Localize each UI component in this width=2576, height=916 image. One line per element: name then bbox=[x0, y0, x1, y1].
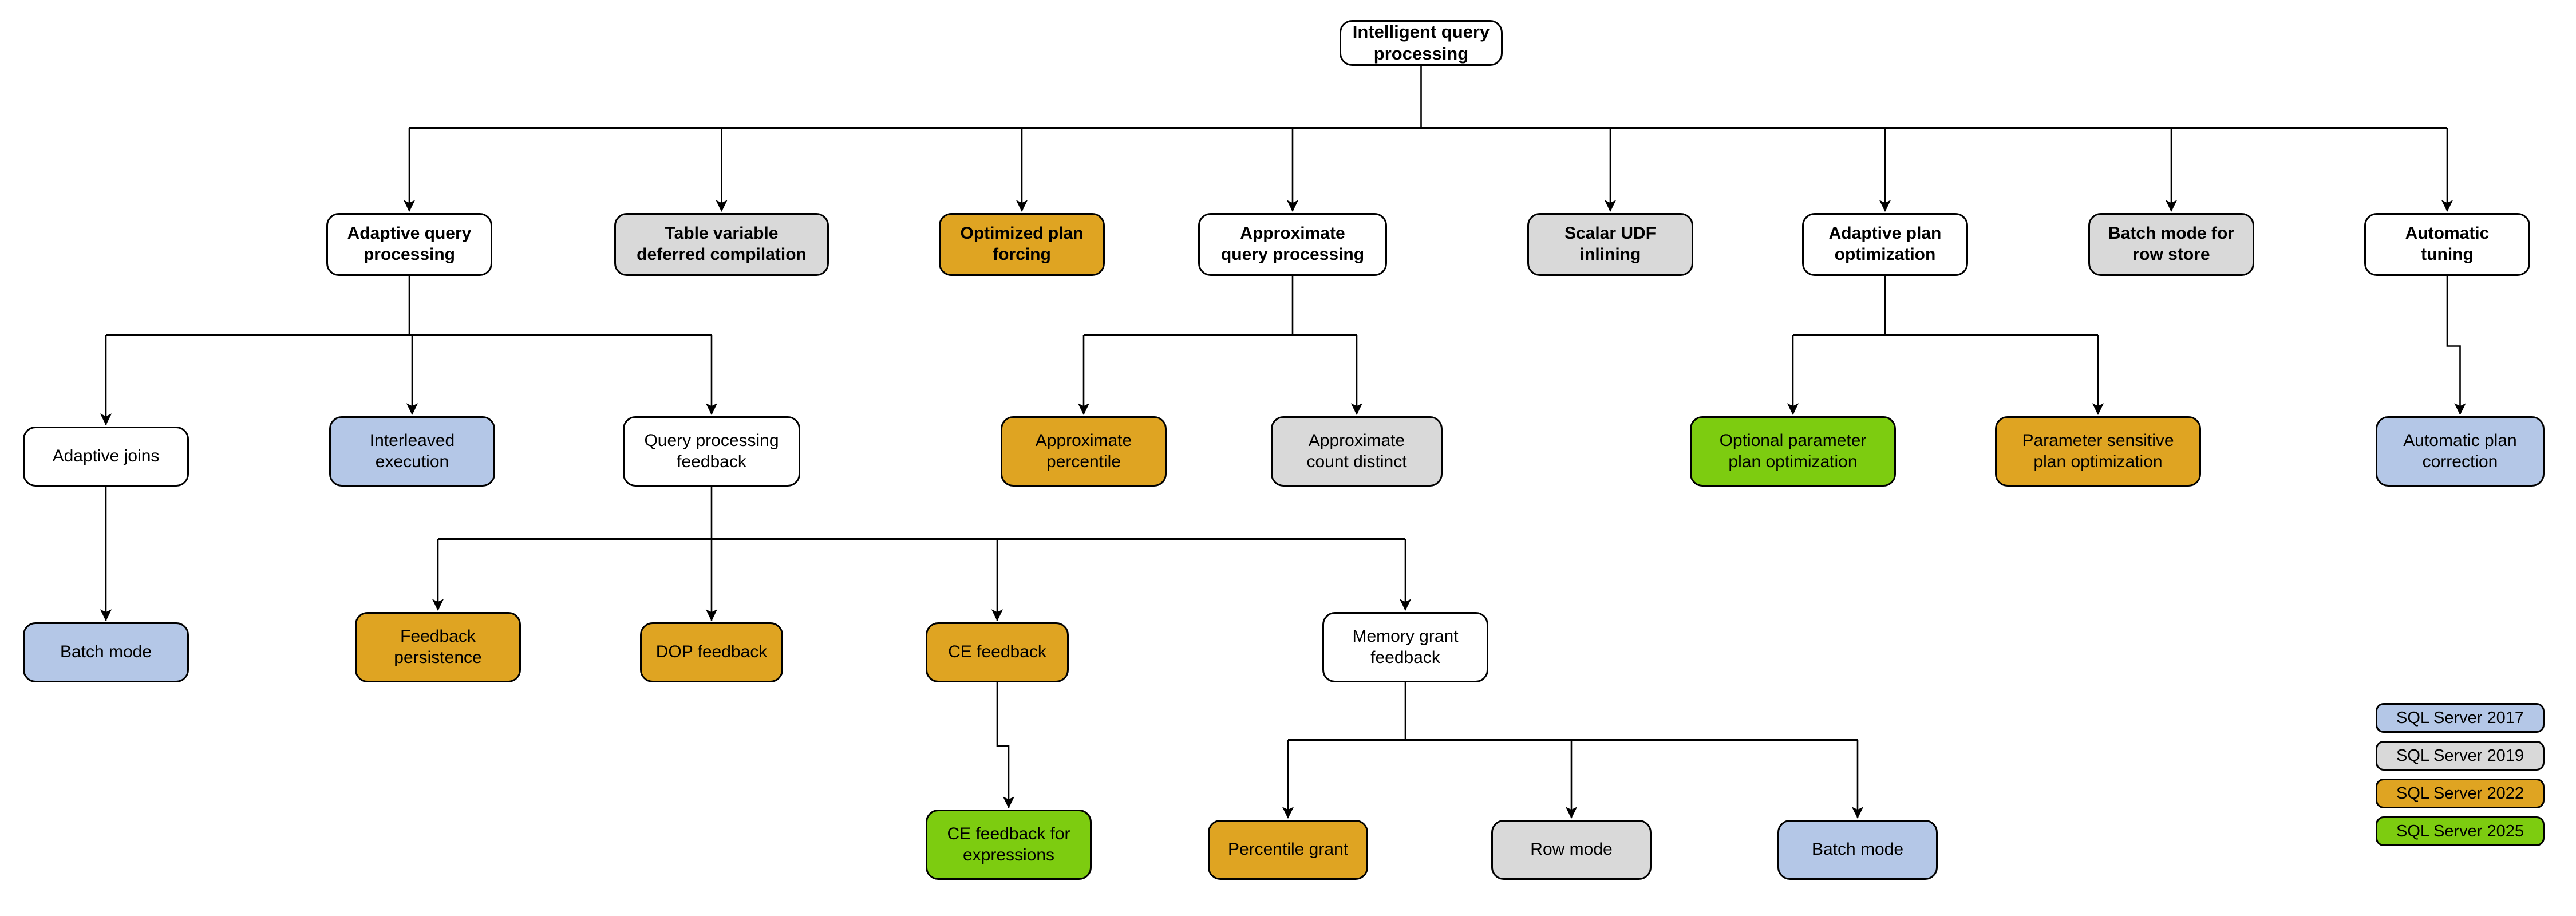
node-approx_pct[interactable]: Approximate percentile bbox=[1001, 416, 1167, 487]
connector bbox=[2446, 276, 2466, 416]
node-batch_mode_aj[interactable]: Batch mode bbox=[23, 622, 189, 682]
node-scalar_udf[interactable]: Scalar UDF inlining bbox=[1527, 213, 1693, 276]
node-pspo[interactable]: Parameter sensitive plan optimization bbox=[1995, 416, 2201, 487]
node-ce_fb_expr[interactable]: CE feedback for expressions bbox=[926, 810, 1092, 880]
node-mgf[interactable]: Memory grant feedback bbox=[1322, 612, 1488, 682]
legend-item-sql2022: SQL Server 2022 bbox=[2376, 779, 2545, 808]
connector bbox=[996, 682, 1015, 809]
node-ce_fb[interactable]: CE feedback bbox=[926, 622, 1069, 682]
node-approx_qp[interactable]: Approximate query processing bbox=[1198, 213, 1387, 276]
node-adaptive_joins[interactable]: Adaptive joins bbox=[23, 427, 189, 487]
node-opf[interactable]: Optimized plan forcing bbox=[939, 213, 1105, 276]
node-auto_tuning[interactable]: Automatic tuning bbox=[2364, 213, 2530, 276]
node-root[interactable]: Intelligent query processing bbox=[1340, 20, 1503, 66]
node-qpf[interactable]: Query processing feedback bbox=[623, 416, 800, 487]
node-bm_rowstore[interactable]: Batch mode for row store bbox=[2088, 213, 2254, 276]
legend-item-sql2019: SQL Server 2019 bbox=[2376, 741, 2545, 771]
legend-item-sql2017: SQL Server 2017 bbox=[2376, 703, 2545, 733]
node-interleaved[interactable]: Interleaved execution bbox=[329, 416, 495, 487]
node-aqp[interactable]: Adaptive query processing bbox=[326, 213, 492, 276]
node-dop_fb[interactable]: DOP feedback bbox=[640, 622, 783, 682]
node-oppo[interactable]: Optional parameter plan optimization bbox=[1690, 416, 1896, 487]
node-approx_cd[interactable]: Approximate count distinct bbox=[1271, 416, 1443, 487]
node-row_mode[interactable]: Row mode bbox=[1491, 820, 1652, 880]
node-batch_mode_mgf[interactable]: Batch mode bbox=[1777, 820, 1938, 880]
node-tvdc[interactable]: Table variable deferred compilation bbox=[614, 213, 829, 276]
node-fb_persist[interactable]: Feedback persistence bbox=[355, 612, 521, 682]
node-apo[interactable]: Adaptive plan optimization bbox=[1802, 213, 1968, 276]
node-pct_grant[interactable]: Percentile grant bbox=[1208, 820, 1368, 880]
legend-item-sql2025: SQL Server 2025 bbox=[2376, 816, 2545, 846]
node-apc[interactable]: Automatic plan correction bbox=[2376, 416, 2545, 487]
